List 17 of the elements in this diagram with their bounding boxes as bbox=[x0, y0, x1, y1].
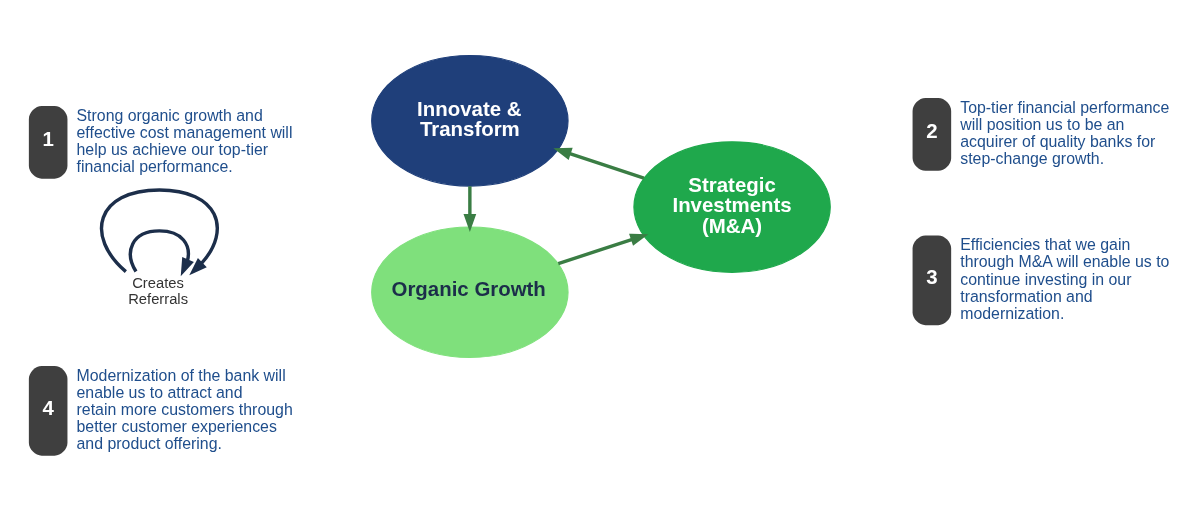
node-ellipse: Strategic Investments (M&A) bbox=[633, 141, 831, 273]
node-label: Modernization of the bank will enable us to attract and retain more customers through better customer experiences and product offering. bbox=[76, 366, 293, 453]
node-ellipse: Organic Growth bbox=[371, 226, 569, 359]
node-ellipse: Innovate & Transform bbox=[371, 54, 569, 187]
arrow bbox=[557, 233, 649, 266]
node-label: Strong organic growth and effective cost management will help us achieve our top-tier financial performance. bbox=[76, 107, 293, 176]
node-label: Efficiencies that we gain through M&A will enable us to continue investing in our transformation and modernization. bbox=[960, 236, 1170, 322]
node-box: 2 bbox=[912, 98, 952, 171]
node-box: 4 bbox=[28, 366, 68, 456]
node-text: Creates Referrals bbox=[128, 275, 189, 308]
arrow bbox=[463, 186, 477, 233]
node-box: 1 bbox=[28, 106, 68, 179]
arrow bbox=[99, 188, 219, 276]
node-label: Top-tier financial performance will position us to be an acquirer of quality banks for step-change growth. bbox=[960, 99, 1170, 168]
arrow bbox=[128, 229, 194, 277]
arrow bbox=[553, 147, 645, 180]
node-box: 3 bbox=[912, 235, 952, 326]
